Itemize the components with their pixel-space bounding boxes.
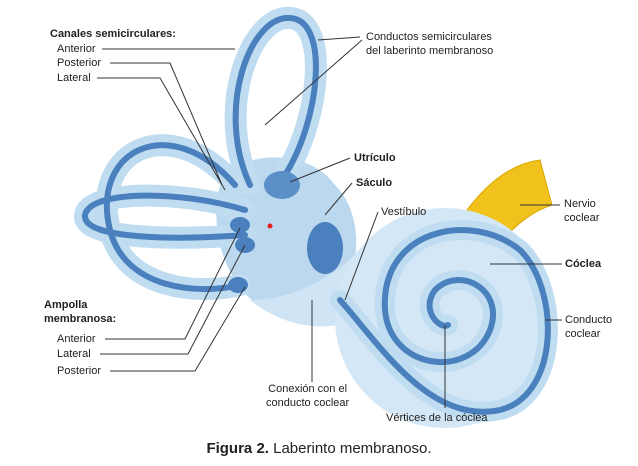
label-canal-posterior: Posterior — [57, 57, 102, 69]
label-canal-anterior: Anterior — [57, 43, 96, 55]
label-line: coclear — [565, 328, 601, 340]
label-conexion-conducto-coclear: Conexión con el conducto coclear — [266, 382, 349, 410]
label-canales-semicirculares: Canales semicirculares: — [50, 28, 176, 40]
label-line: conducto coclear — [266, 397, 350, 409]
label-line: membranosa: — [44, 313, 117, 325]
posterior-canal-duct — [103, 142, 243, 292]
label-conductos-semicirculares: Conductos semicirculares del laberinto me… — [366, 30, 493, 58]
label-ampolla-membranosa: Ampolla membranosa: — [44, 298, 116, 326]
caption-text: Laberinto membranoso. — [273, 440, 432, 457]
label-ampolla-lateral: Lateral — [57, 348, 91, 360]
label-line: del laberinto membranoso — [366, 45, 494, 57]
label-utriculo: Utrículo — [354, 152, 396, 164]
label-saculo: Sáculo — [356, 177, 393, 189]
label-line: Nervio — [564, 198, 596, 210]
label-ampolla-anterior: Anterior — [57, 333, 96, 345]
saccule — [307, 222, 343, 274]
figure-caption: Figura 2. Laberinto membranoso. — [0, 440, 638, 457]
label-conducto-coclear: Conducto coclear — [565, 313, 612, 341]
label-coclea: Cóclea — [565, 258, 602, 270]
vestibule — [216, 157, 357, 315]
label-line: Conductos semicirculares — [366, 31, 492, 43]
leader-lines — [97, 36, 562, 408]
label-canal-lateral: Lateral — [57, 72, 91, 84]
cochlear-duct — [337, 227, 551, 415]
label-line: coclear — [564, 212, 600, 224]
label-ampolla-posterior: Posterior — [57, 365, 102, 377]
label-line: Ampolla — [44, 299, 88, 311]
label-line: Conducto — [565, 314, 613, 326]
ampulla-anterior — [230, 217, 250, 233]
utricle — [264, 171, 300, 199]
label-line: Conexión con el — [268, 383, 348, 395]
label-vertices-coclea: Vértices de la cóclea — [386, 412, 488, 424]
label-vestibulo: Vestíbulo — [381, 206, 427, 218]
ampulla-posterior — [228, 277, 248, 293]
label-nervio-coclear: Nervio coclear — [564, 197, 599, 225]
caption-number: Figura 2. — [206, 440, 269, 457]
lateral-canal-duct — [82, 192, 248, 241]
red-dot-marker — [267, 223, 273, 229]
anterior-canal-duct — [232, 14, 319, 188]
